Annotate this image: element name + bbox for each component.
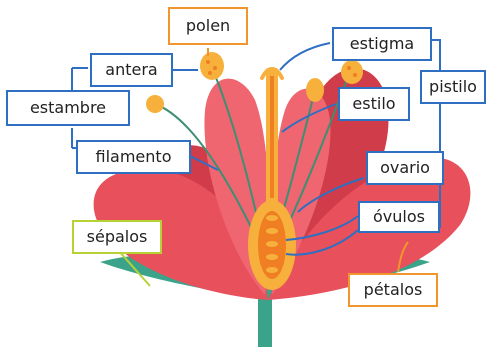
label-pistilo: pistilo: [420, 70, 486, 104]
ovule: [266, 215, 278, 221]
label-estilo: estilo: [338, 87, 410, 121]
label-sepalos: sépalos: [72, 220, 162, 254]
label-petalos: pétalos: [348, 273, 438, 307]
pollen-dot: [208, 71, 212, 75]
pollen-dot: [347, 66, 351, 70]
pollen-dot: [213, 66, 217, 70]
label-estigma: estigma: [332, 27, 432, 61]
ovule: [266, 254, 278, 260]
anther-1: [146, 95, 164, 113]
anther-4: [341, 60, 363, 84]
style-inner: [270, 76, 274, 198]
ovule: [266, 267, 278, 273]
pollen-dot: [353, 73, 357, 77]
label-ovario: ovario: [366, 151, 444, 185]
label-ovulos: óvulos: [358, 201, 440, 233]
anther-2: [200, 52, 224, 80]
leader-estigma: [280, 43, 330, 70]
label-filamento: filamento: [76, 140, 191, 174]
label-antera: antera: [90, 53, 173, 87]
anther-3: [306, 78, 324, 102]
label-estambre: estambre: [6, 90, 130, 126]
ovule: [266, 228, 278, 234]
pollen-dot: [206, 60, 210, 64]
label-polen: polen: [168, 7, 248, 45]
ovule: [266, 241, 278, 247]
